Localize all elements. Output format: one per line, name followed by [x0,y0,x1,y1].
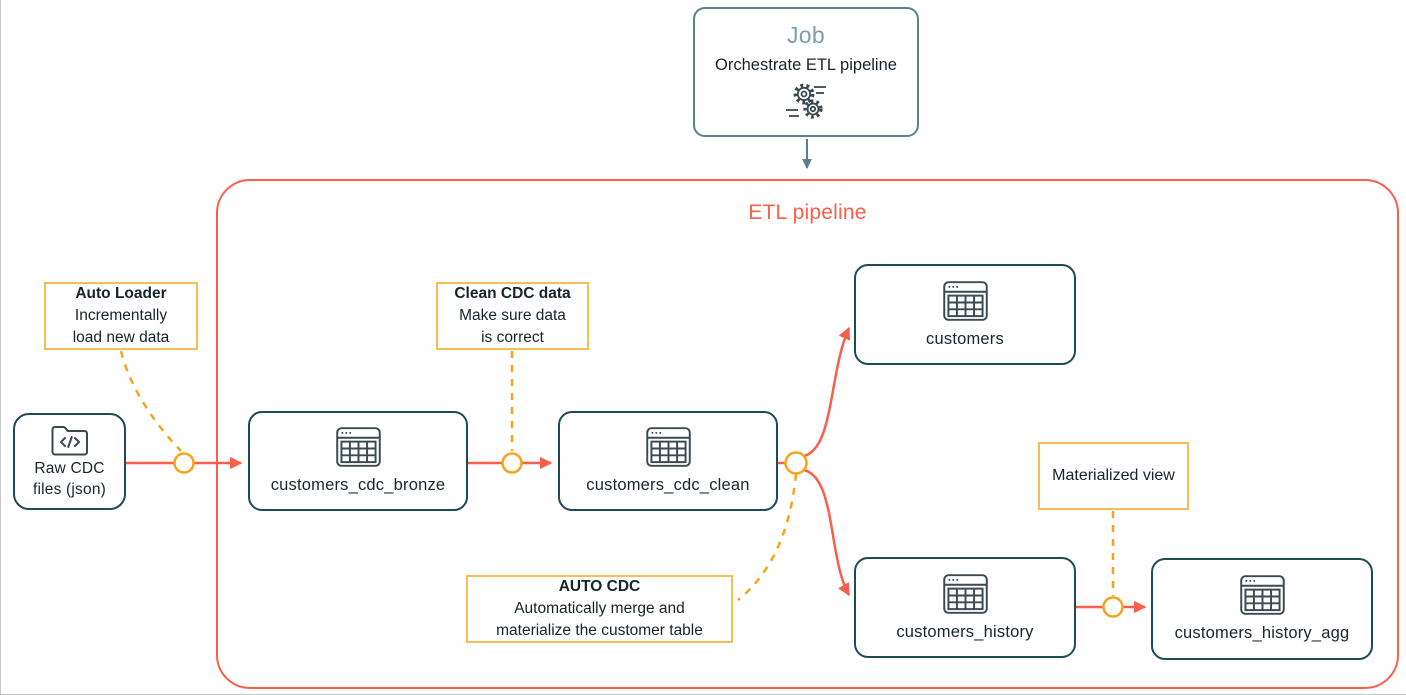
annotation-line: Make sure data [459,307,566,324]
table-icon [645,427,691,467]
table-icon [942,280,988,321]
table-node-label: customers_cdc_bronze [270,476,446,494]
annotation-line: Incrementally [74,307,168,324]
annotation-line: is correct [481,329,544,346]
table-node-customers: customers [854,264,1076,365]
folder-code-icon [51,426,88,456]
table-icon [942,573,988,614]
job-title: Job [787,22,825,48]
annotation-auto-cdc: AUTO CDC Automatically merge and materia… [466,575,733,643]
junction-dot-auto-cdc [784,451,808,475]
table-node-customers-history: customers_history [854,557,1076,658]
annotation-title: Auto Loader [75,285,167,302]
table-icon [335,427,381,467]
link-auto-loader-annotation [119,350,182,452]
job-subtitle: Orchestrate ETL pipeline [715,56,897,74]
annotation-auto-loader: Auto Loader Incrementally load new data [44,282,198,350]
annotation-line: materialize the customer table [496,622,703,639]
annotation-title: AUTO CDC [558,578,641,595]
annotation-title: Clean CDC data [454,285,571,302]
table-node-label: customers [926,329,1004,348]
table-node-customers-cdc-clean: customers_cdc_clean [558,411,778,511]
edge-junction-to-history [803,468,851,597]
annotation-line: load new data [72,329,170,346]
etl-pipeline-container: ETL pipeline [216,179,1399,689]
junction-dot-materialized-view [1102,596,1124,618]
job-node: Job Orchestrate ETL pipeline [693,7,919,137]
annotation-materialized-view: Materialized view [1038,442,1189,510]
etl-pipeline-title: ETL pipeline [748,201,867,224]
junction-dot-clean-cdc [501,452,523,474]
annotation-line: Materialized view [1052,466,1175,484]
table-node-label: customers_cdc_clean [586,476,750,494]
table-node-label: customers_history_agg [1174,624,1350,642]
junction-dot-auto-loader [173,452,195,474]
gears-icon [786,83,826,119]
edge-junction-to-customers [803,326,851,458]
table-icon [1239,575,1285,615]
link-auto-cdc-annotation [737,473,798,601]
annotation-line: Automatically merge and [514,600,685,617]
table-node-label: customers_history [896,622,1034,641]
table-node-customers-cdc-bronze: customers_cdc_bronze [248,411,468,511]
annotation-clean-cdc-data: Clean CDC data Make sure data is correct [436,282,589,350]
table-node-customers-history-agg: customers_history_agg [1151,558,1373,660]
